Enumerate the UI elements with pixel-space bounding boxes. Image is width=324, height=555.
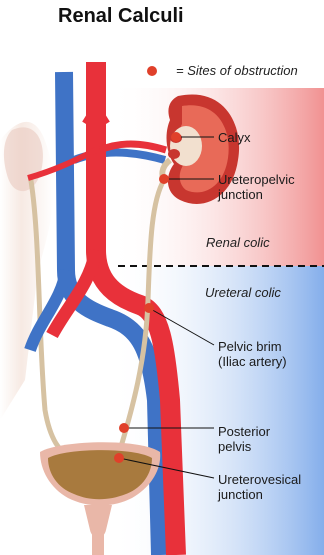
renal-colic-label: Renal colic — [206, 235, 270, 250]
obstruction-dot-ureteropelvic — [159, 174, 169, 184]
legend-obstruction-dot — [147, 66, 157, 76]
label-calyx: Calyx — [218, 130, 251, 145]
label-pelvic-brim: Pelvic brim (Iliac artery) — [218, 339, 287, 369]
label-ureterovesical-junction: Ureterovesical junction — [218, 472, 301, 502]
label-posterior-pelvis: Posterior pelvis — [218, 424, 270, 454]
diagram-title: Renal Calculi — [58, 5, 184, 28]
ureteral-colic-label: Ureteral colic — [205, 285, 281, 300]
legend-text: = Sites of obstruction — [176, 63, 298, 78]
obstruction-dot-posterior-pelvis — [119, 423, 129, 433]
obstruction-dot-calyx — [171, 132, 181, 142]
obstruction-dot-pelvic-brim — [144, 303, 154, 313]
label-ureteropelvic-junction: Ureteropelvic junction — [218, 172, 295, 202]
obstruction-dot-ureterovesical — [114, 453, 124, 463]
